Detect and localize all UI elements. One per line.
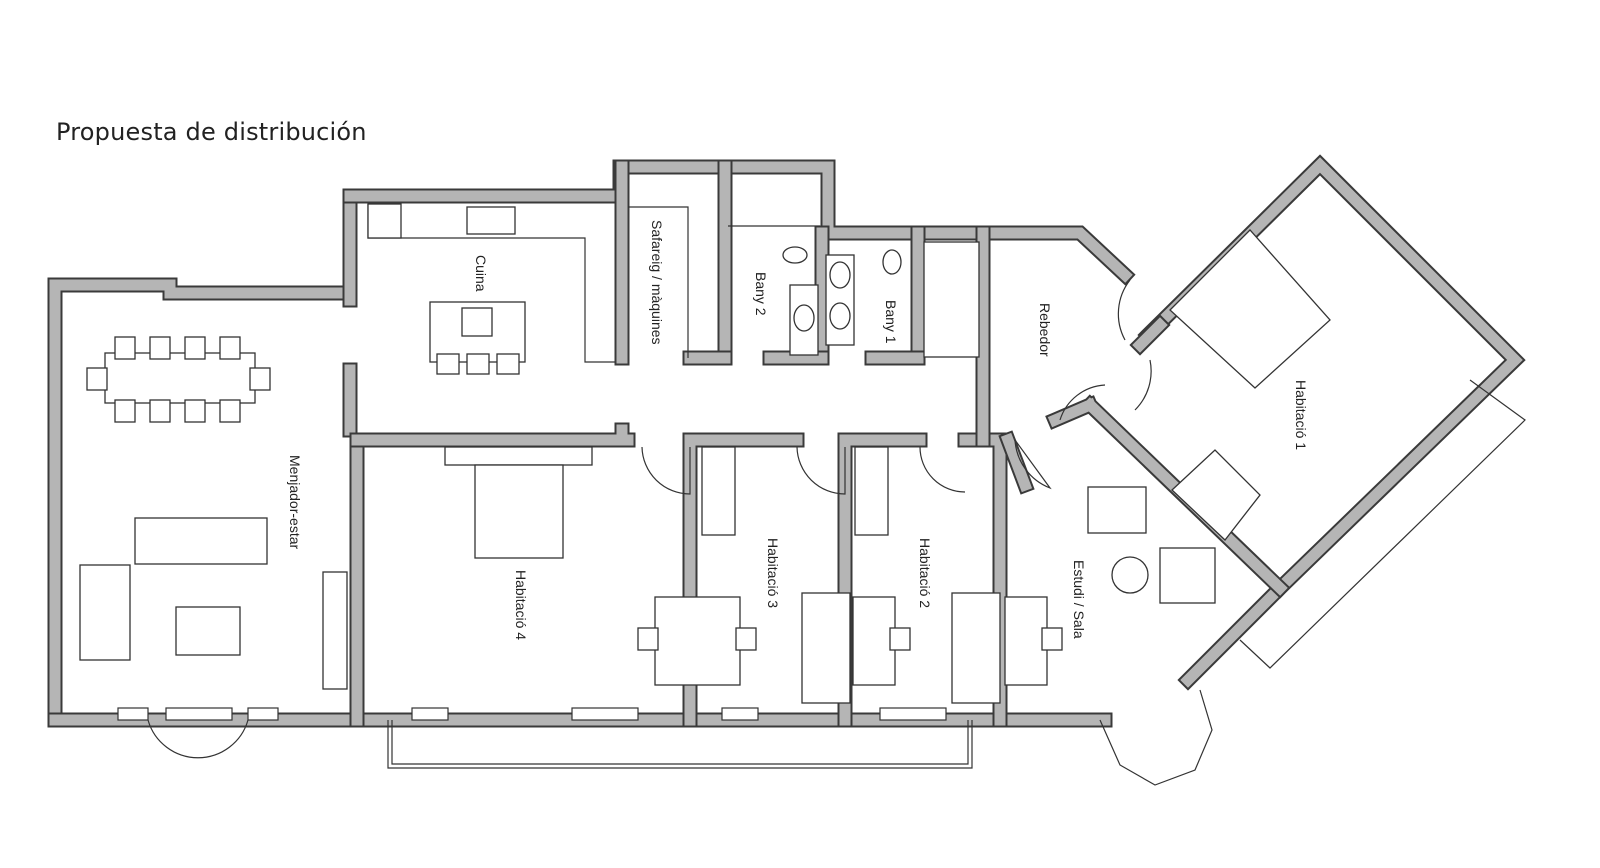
- wall-segment: [351, 424, 634, 446]
- doors: [641, 279, 1152, 495]
- wall-segment: [1140, 157, 1523, 688]
- label-habitacio-3: Habitació 3: [765, 538, 781, 608]
- label-bany-2: Bany 2: [753, 272, 769, 316]
- room-labels: Cuina Safareig / màquines Bany 2 Bany 1 …: [287, 220, 1309, 640]
- windows: [117, 707, 947, 721]
- plan-title: Propuesta de distribución: [56, 118, 367, 146]
- label-estudi-sala: Estudi / Sala: [1071, 560, 1087, 639]
- label-menjador-estar: Menjador-estar: [287, 455, 303, 549]
- wall-segment: [342, 159, 1136, 286]
- wall-segment: [344, 161, 1133, 283]
- kitchen-furniture: [367, 203, 980, 375]
- side-terrace: [1239, 379, 1526, 669]
- label-habitacio-2: Habitació 2: [917, 538, 933, 608]
- wall-segment: [616, 161, 989, 446]
- bedroom-furniture: [444, 229, 1331, 704]
- label-bany-1: Bany 1: [883, 300, 899, 344]
- label-safareig: Safareig / màquines: [649, 220, 665, 345]
- label-habitacio-4: Habitació 4: [513, 570, 529, 640]
- wall-segment: [1132, 317, 1168, 353]
- corner-bay: [1099, 689, 1213, 786]
- living-furniture: [79, 336, 348, 690]
- label-rebedor: Rebedor: [1037, 303, 1053, 357]
- terrace: [387, 720, 973, 769]
- bay-window: [147, 719, 249, 759]
- label-habitacio-1: Habitació 1: [1293, 380, 1309, 450]
- label-cuina: Cuina: [473, 255, 489, 292]
